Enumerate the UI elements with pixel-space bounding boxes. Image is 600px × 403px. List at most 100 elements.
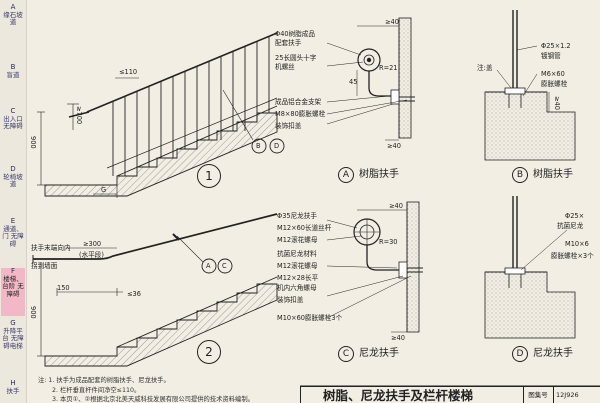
sidebar-tab-f[interactable]: F 楼梯、台阶 无障碍 — [1, 267, 25, 316]
fig1-dim-side: ≥700 — [75, 106, 83, 125]
detail-a-label-4: 机螺丝 — [275, 63, 295, 71]
fig2-note-horiz: (水平段) — [79, 251, 104, 259]
drawing-notes: 注: 1. 扶手为成品配套的树脂扶手、尼龙扶手。 2. 栏杆垂直杆件间净空≤11… — [38, 376, 254, 403]
detail-c-linework — [326, 201, 423, 333]
detail-c-caption: 尼龙扶手 — [359, 348, 399, 359]
detail-b-letter: B — [512, 167, 528, 183]
detail-a-label-3: 25长圆头十字 — [275, 54, 317, 62]
tab-letter: H — [10, 379, 16, 387]
detail-c-label-8: 装饰扣盖 — [277, 296, 304, 304]
tab-letter: G — [10, 319, 16, 327]
note-line-2: 2. 栏杆垂直杆件间净空≤110。 — [52, 386, 141, 394]
sidebar-tab-g[interactable]: G 升降平台 无障碍电梯 — [1, 319, 25, 366]
detail-a-caption: 树脂扶手 — [359, 169, 399, 180]
detail-d-label-1: Φ25× — [565, 212, 585, 220]
fig2-ref-a: A — [206, 262, 211, 270]
fig1-stair — [37, 32, 285, 198]
sidebar-tab-d[interactable]: D 轮椅坡道 — [1, 165, 25, 206]
tab-label: 出入口 无障碍 — [3, 114, 23, 130]
fig2-stair — [32, 213, 278, 367]
tab-label: 缘石坡道 — [3, 10, 23, 26]
fig2-ref-c: C — [222, 262, 227, 270]
detail-a-dim-top: ≥40 — [385, 18, 399, 26]
detail-b-label-3: M6×60 — [541, 70, 565, 78]
detail-c-label-9: M10×60膨胀螺栓3个 — [277, 314, 343, 322]
drawing-area: ≤110 ≥700 900 B D G 1 扶手末端向内 拐到墙面 ≥300 (… — [27, 0, 600, 403]
chapter-sidebar: A 缘石坡道 B 盲道 C 出入口 无障碍 D 轮椅坡道 E 通道、门 无障碍 … — [0, 0, 27, 403]
detail-d-caption: 尼龙扶手 — [533, 348, 573, 359]
tab-letter: A — [10, 3, 16, 11]
detail-a-dim-45: 45 — [349, 78, 358, 86]
fig1-dim-top: ≤110 — [119, 68, 138, 76]
atlas-number-value: 12J926 — [553, 387, 600, 403]
fig1-dim-height: 900 — [29, 136, 37, 149]
detail-a-dim-r: R=21 — [379, 64, 398, 72]
detail-c-label-2: M12×60长道丝杆 — [277, 224, 332, 232]
detail-a-dim-bottom: ≥40 — [387, 142, 401, 150]
fig2-dim-height: 900 — [29, 306, 37, 319]
atlas-number-label: 图集号 — [523, 387, 552, 403]
tab-letter: E — [10, 217, 16, 225]
sidebar-tab-a[interactable]: A 缘石坡道 — [1, 3, 25, 44]
detail-c-label-3: M12滚花螺母 — [277, 236, 318, 244]
drawing-linework — [32, 10, 600, 387]
tab-label: 轮椅坡道 — [3, 172, 23, 188]
detail-c-label-1: Φ35尼龙扶手 — [277, 212, 317, 220]
sidebar-tab-b[interactable]: B 盲道 — [1, 63, 25, 94]
fig1-label-g: G — [101, 186, 107, 194]
detail-a-letter: A — [338, 167, 354, 183]
fig1-ref-d: D — [274, 142, 280, 150]
title-block: 树脂、尼龙扶手及栏杆楼梯 图集号 12J926 — [300, 386, 600, 403]
detail-a-label-1: Φ40树脂成品 — [275, 30, 315, 38]
tab-letter: D — [10, 165, 16, 173]
detail-a-label-5: 成品铝合金支架 — [275, 98, 322, 106]
tab-label: 升降平台 无障碍电梯 — [2, 326, 24, 350]
detail-c-label-6: M12×28长平 — [277, 274, 319, 282]
detail-b-label-1: Φ25×1.2 — [541, 42, 571, 50]
detail-d-letter: D — [512, 346, 528, 362]
fig2-dim-36: ≤36 — [127, 290, 141, 298]
sidebar-tab-c[interactable]: C 出入口 无障碍 — [1, 107, 25, 154]
tab-letter: C — [10, 107, 16, 115]
fig2-dim-horiz: ≥300 — [83, 240, 102, 248]
fig2-dim-150: 150 — [57, 284, 70, 292]
detail-b-label-4: 膨胀螺栓 — [541, 80, 568, 88]
detail-c-letter: C — [338, 346, 354, 362]
detail-c-dim-bottom: ≥40 — [391, 334, 405, 342]
detail-c-dim-r: R=30 — [379, 238, 398, 246]
detail-c-label-7: 机内六角螺母 — [277, 284, 317, 292]
fig2-number: 2 — [197, 340, 221, 364]
sheet-title: 树脂、尼龙扶手及栏杆楼梯 — [323, 388, 474, 403]
detail-a-label-7: 装饰扣盖 — [275, 122, 302, 130]
tab-label: 楼梯、台阶 无障碍 — [2, 274, 24, 298]
detail-a-label-6: M8×80膨胀螺栓 — [275, 110, 326, 118]
detail-c-label-4: 抗菌尼龙材料 — [277, 250, 317, 258]
tab-label: 盲道 — [6, 70, 20, 79]
fig1-ref-b: B — [256, 142, 261, 150]
detail-b-dim-right: ≥40 — [553, 96, 561, 110]
fig2-note-wall2: 拐到墙面 — [31, 262, 58, 270]
detail-b-label-2: 镀钢管 — [541, 52, 561, 60]
sidebar-tab-h[interactable]: H 扶手 — [1, 379, 25, 402]
tab-letter: B — [10, 63, 16, 71]
fig2-note-wall: 扶手末端向内 — [31, 244, 71, 252]
note-line-1: 注: 1. 扶手为成品配套的树脂扶手、尼龙扶手。 — [38, 377, 170, 384]
detail-b-linework — [484, 10, 576, 161]
detail-c-dim-top: ≥40 — [389, 202, 403, 210]
detail-b-label-5: 注:盖 — [477, 64, 493, 72]
detail-a-linework — [326, 17, 415, 141]
detail-a-label-2: 配套扶手 — [275, 39, 302, 47]
detail-d-linework — [484, 196, 576, 339]
tab-label: 通道、门 无障碍 — [2, 224, 24, 248]
detail-d-label-3: M10×6 — [565, 240, 589, 248]
detail-c-label-5: M12滚花螺母 — [277, 262, 318, 270]
tab-letter: F — [10, 267, 16, 275]
detail-d-label-2: 抗菌尼龙 — [557, 222, 584, 230]
detail-d-label-4: 膨胀螺栓×3个 — [551, 252, 594, 260]
tab-label: 扶手 — [6, 386, 20, 395]
note-line-3: 3. 本页①、②根据北京北美天威科技发展有限公司提供的技术资料编制。 — [52, 396, 254, 403]
fig1-number: 1 — [197, 164, 221, 188]
detail-b-caption: 树脂扶手 — [533, 169, 573, 180]
sidebar-tab-e[interactable]: E 通道、门 无障碍 — [1, 217, 25, 264]
